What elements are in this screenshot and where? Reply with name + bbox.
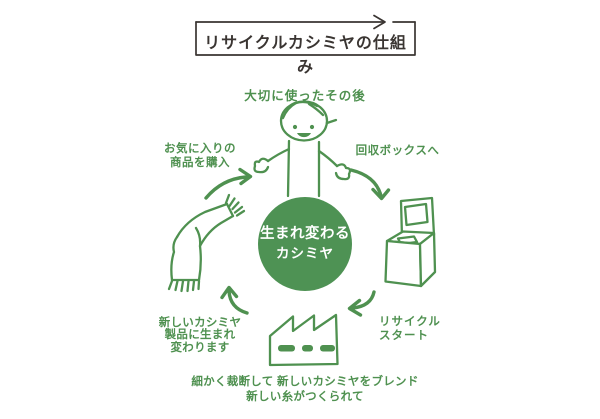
- label-reborn-line3: 変わります: [170, 341, 230, 354]
- label-purchase-line1: お気に入りの: [164, 143, 236, 155]
- label-blend-line1: 細かく裁断して 新しいカシミヤをブレンド: [191, 376, 419, 388]
- label-purchase: お気に入りの 商品を購入: [150, 143, 250, 170]
- label-recycle-start-line2: スタート: [379, 330, 429, 342]
- label-blend-line2: 新しい糸がつくられて: [246, 391, 364, 403]
- person-waving-icon: [253, 100, 352, 198]
- right-arrow-icon: [373, 14, 386, 30]
- label-blend: 細かく裁断して 新しいカシミヤをブレンド 新しい糸がつくられて: [154, 375, 456, 405]
- title-box-with-arrow: [195, 14, 416, 56]
- title-box-border: [195, 21, 416, 56]
- label-reborn: 新しいカシミヤ 製品に生まれ 変わります: [148, 317, 252, 354]
- label-recycle-start-line1: リサイクル: [379, 316, 441, 328]
- collection-box-icon: [384, 196, 437, 288]
- center-circle-line2: カシミヤ: [276, 246, 334, 261]
- center-circle-badge: 生まれ変わる カシミヤ: [258, 197, 352, 291]
- page-title: リサイクルカシミヤの仕組み: [204, 35, 407, 76]
- cycle-arrow-icon: [204, 167, 391, 317]
- center-circle-line1: 生まれ変わる: [260, 226, 350, 242]
- label-purchase-line2: 商品を購入: [170, 156, 230, 169]
- label-recycle-start: リサイクル スタート: [379, 315, 441, 343]
- scarf-icon: [167, 193, 246, 293]
- factory-icon: [268, 313, 339, 367]
- label-reborn-line2: 製品に生まれ: [164, 329, 236, 342]
- label-reborn-line1: 新しいカシミヤ: [158, 317, 242, 329]
- label-to-collection-box: 回収ボックスへ: [355, 145, 440, 157]
- label-after-use: 大切に使ったその後: [244, 89, 366, 103]
